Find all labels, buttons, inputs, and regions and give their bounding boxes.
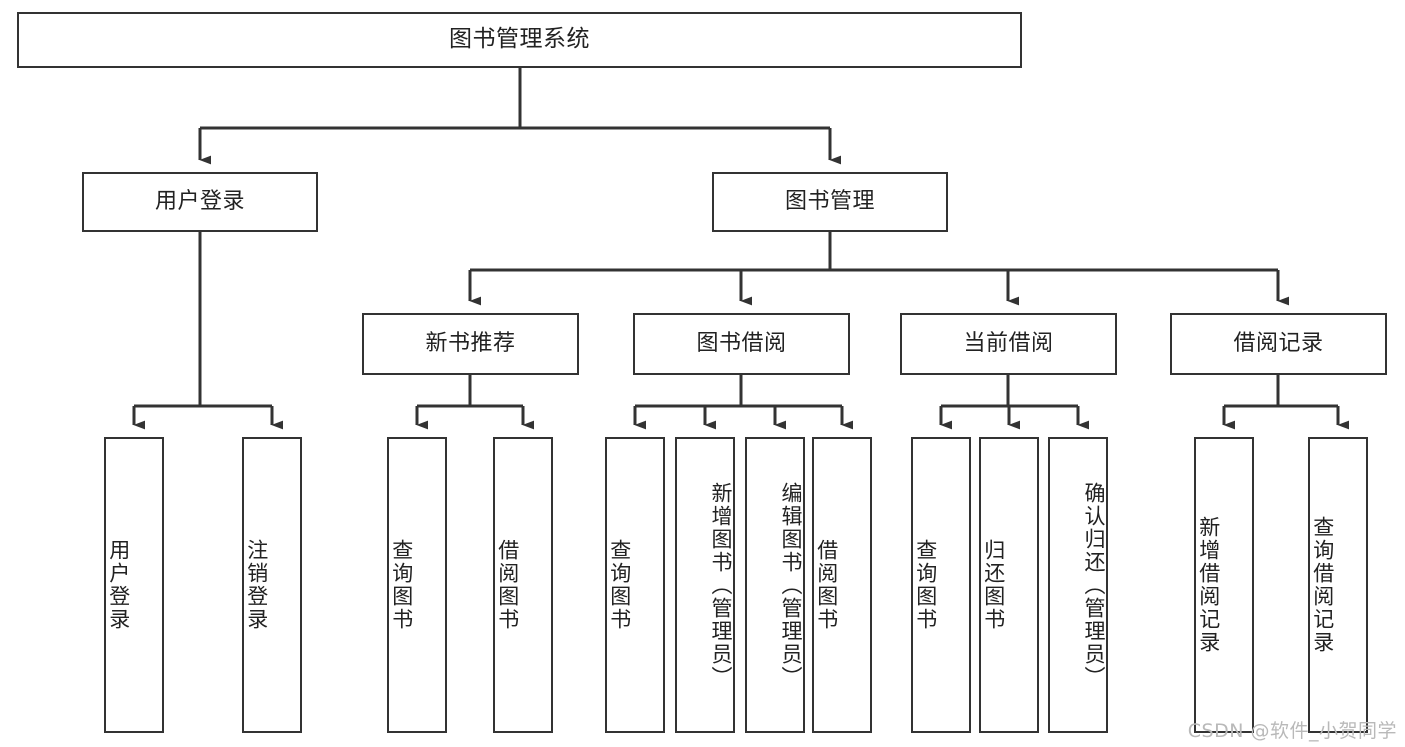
node-label: 查询图书 <box>607 539 632 631</box>
node-label: 新增借阅记录 <box>1196 516 1221 654</box>
leaf-user-login-logout[interactable]: 注销登录 <box>242 437 302 733</box>
node-label: 注销登录 <box>244 539 269 631</box>
leaf-borrow-borrow-books[interactable]: 借阅图书 <box>812 437 872 733</box>
node-label: 归还图书 <box>981 539 1006 631</box>
node-label: 查询图书 <box>913 539 938 631</box>
node-label: 用户登录 <box>154 189 245 215</box>
leaf-borrow-edit-book-admin[interactable]: 编辑图书（管理员） <box>745 437 805 733</box>
node-book-management[interactable]: 图书管理 <box>712 172 948 232</box>
node-label: 当前借阅 <box>963 331 1054 357</box>
leaf-record-query-borrow-record[interactable]: 查询借阅记录 <box>1308 437 1368 733</box>
leaf-borrow-add-book-admin[interactable]: 新增图书（管理员） <box>675 437 735 733</box>
leaf-newbook-query-books[interactable]: 查询图书 <box>387 437 447 733</box>
leaf-current-confirm-return-admin[interactable]: 确认归还（管理员） <box>1048 437 1108 733</box>
leaf-newbook-borrow-books[interactable]: 借阅图书 <box>493 437 553 733</box>
node-label: 查询借阅记录 <box>1310 516 1335 654</box>
node-label: 借阅图书 <box>495 539 520 631</box>
leaf-record-add-borrow-record[interactable]: 新增借阅记录 <box>1194 437 1254 733</box>
node-borrow-record[interactable]: 借阅记录 <box>1170 313 1387 375</box>
leaf-borrow-query-books[interactable]: 查询图书 <box>605 437 665 733</box>
node-label: 借阅图书 <box>814 539 839 631</box>
node-root-book-management-system[interactable]: 图书管理系统 <box>17 12 1022 68</box>
node-label: 图书借阅 <box>696 331 787 357</box>
node-label: 查询图书 <box>389 539 414 631</box>
node-label: 新增图书（管理员） <box>709 481 733 689</box>
node-label: 新书推荐 <box>425 331 516 357</box>
leaf-current-query-books[interactable]: 查询图书 <box>911 437 971 733</box>
node-label: 确认归还（管理员） <box>1082 481 1106 689</box>
node-label: 图书管理 <box>784 189 875 215</box>
node-label: 编辑图书（管理员） <box>779 481 803 689</box>
node-label: 用户登录 <box>106 539 131 631</box>
node-current-borrow[interactable]: 当前借阅 <box>900 313 1117 375</box>
leaf-user-login-login[interactable]: 用户登录 <box>104 437 164 733</box>
watermark-csdn: CSDN @软件_小贺同学 <box>1187 720 1397 742</box>
node-label: 图书管理系统 <box>449 26 590 53</box>
node-book-borrow[interactable]: 图书借阅 <box>633 313 850 375</box>
node-new-book-recommend[interactable]: 新书推荐 <box>362 313 579 375</box>
node-label: 借阅记录 <box>1233 331 1324 357</box>
leaf-current-return-books[interactable]: 归还图书 <box>979 437 1039 733</box>
node-user-login[interactable]: 用户登录 <box>82 172 318 232</box>
